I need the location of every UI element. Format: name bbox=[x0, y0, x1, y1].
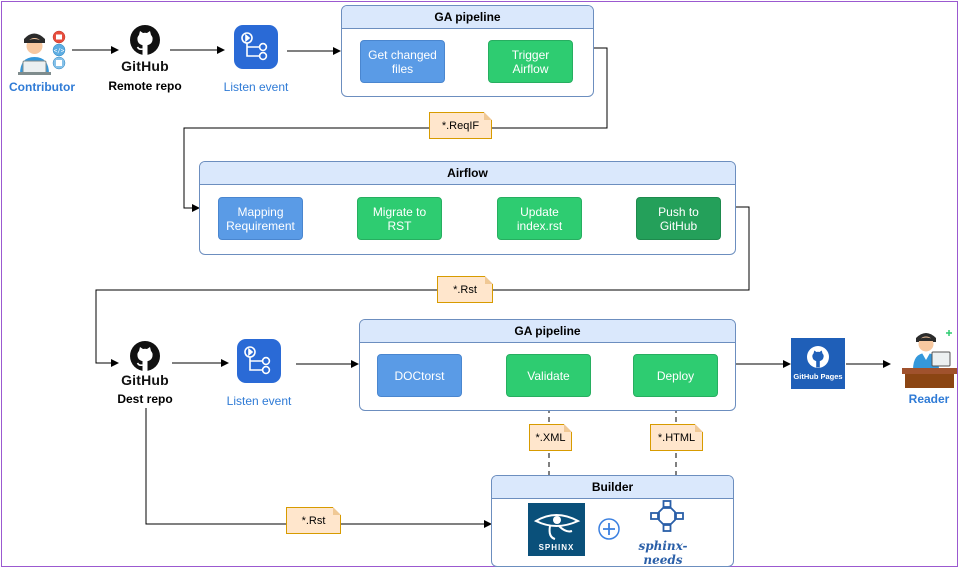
note-xml: *.XML bbox=[529, 424, 572, 451]
sphinx-logo: SPHINX bbox=[528, 503, 585, 556]
sphinx-needs-logo bbox=[628, 500, 706, 540]
edge-airflow-to-dest bbox=[95, 206, 750, 367]
remote-repo-label: Remote repo bbox=[108, 79, 182, 93]
github-wordmark: GitHub bbox=[121, 58, 169, 74]
step-mapping-requirement: Mapping Requirement bbox=[218, 197, 303, 240]
sphinx-needs-label: sphinx-needs bbox=[638, 539, 688, 567]
step-update-index-rst: Update index.rst bbox=[497, 197, 582, 240]
ga-pipeline-2-title: GA pipeline bbox=[360, 320, 735, 343]
reader-icon bbox=[899, 326, 959, 390]
github-pages-icon: GitHub Pages bbox=[791, 338, 845, 389]
dest-repo-label: Dest repo bbox=[117, 392, 173, 406]
svg-text:</>: </> bbox=[54, 48, 65, 55]
step-validate: Validate bbox=[506, 354, 591, 397]
contributor-label: Contributor bbox=[9, 80, 75, 94]
step-deploy: Deploy bbox=[633, 354, 718, 397]
github-actions-icon bbox=[234, 25, 278, 69]
step-doctorst: DOCtorst bbox=[377, 354, 462, 397]
github-wordmark-dest: GitHub bbox=[121, 372, 169, 388]
contributor-icon: </> bbox=[14, 26, 70, 76]
github-icon bbox=[129, 24, 161, 56]
reader-label: Reader bbox=[908, 392, 950, 406]
listen-event-label-2: Listen event bbox=[226, 394, 292, 408]
note-html: *.HTML bbox=[650, 424, 703, 451]
step-trigger-airflow: Trigger Airflow bbox=[488, 40, 573, 83]
step-get-changed-files: Get changed files bbox=[360, 40, 445, 83]
edge-dest-to-builder bbox=[145, 408, 492, 528]
sphinx-label: SPHINX bbox=[538, 543, 575, 552]
ga-pipeline-1-title: GA pipeline bbox=[342, 6, 593, 29]
github-actions-icon-2 bbox=[237, 339, 281, 383]
plus-icon bbox=[597, 517, 621, 541]
note-reqif: *.ReqIF bbox=[429, 112, 492, 139]
edge-ga1-to-airflow bbox=[183, 47, 608, 212]
step-push-to-github: Push to GitHub bbox=[636, 197, 721, 240]
builder-title: Builder bbox=[492, 476, 733, 499]
github-icon-dest bbox=[129, 340, 161, 372]
github-pages-label: GitHub Pages bbox=[793, 372, 843, 381]
note-rst-1: *.Rst bbox=[437, 276, 493, 303]
airflow-title: Airflow bbox=[200, 162, 735, 185]
note-rst-2: *.Rst bbox=[286, 507, 341, 534]
listen-event-label-1: Listen event bbox=[223, 80, 289, 94]
step-migrate-to-rst: Migrate to RST bbox=[357, 197, 442, 240]
